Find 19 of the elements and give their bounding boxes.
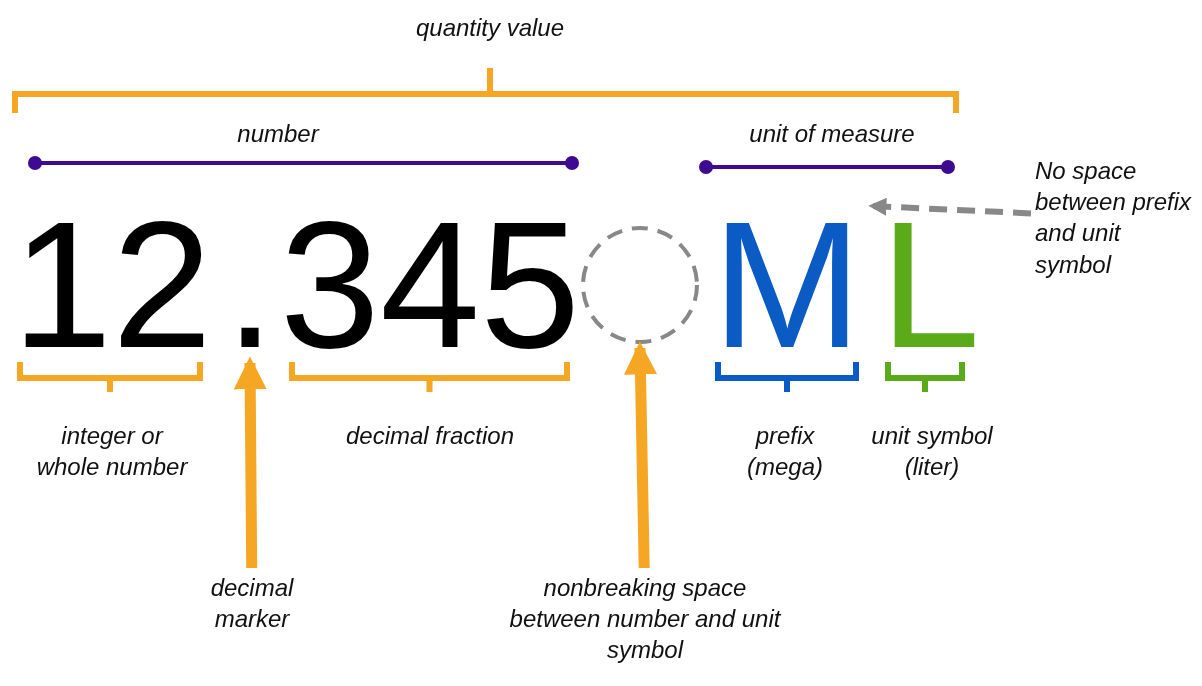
dimension-label: quantity value: [414, 13, 566, 43]
space-circle: [581, 226, 699, 344]
unit-letter: L: [879, 195, 981, 375]
arrow: [868, 197, 1032, 217]
part-label: integer or whole number: [35, 421, 190, 483]
callout-text: nonbreaking space between number and unit symbol: [505, 572, 785, 666]
callout-text: decimal marker: [177, 572, 327, 635]
dimension-label: number: [236, 119, 321, 149]
callout-text: No space between prefix and unit symbol: [1035, 155, 1195, 280]
decimal-point: .: [225, 195, 275, 375]
numeral: 12: [11, 195, 213, 375]
part-label: decimal fraction: [344, 421, 516, 451]
numeral: 345: [279, 195, 581, 375]
prefix-letter: M: [712, 195, 862, 375]
arrow: [233, 356, 267, 569]
part-label: prefix (mega): [746, 421, 824, 483]
part-label: unit symbol (liter): [870, 421, 994, 483]
dimension-label: unit of measure: [748, 119, 916, 149]
arrow: [624, 341, 657, 569]
